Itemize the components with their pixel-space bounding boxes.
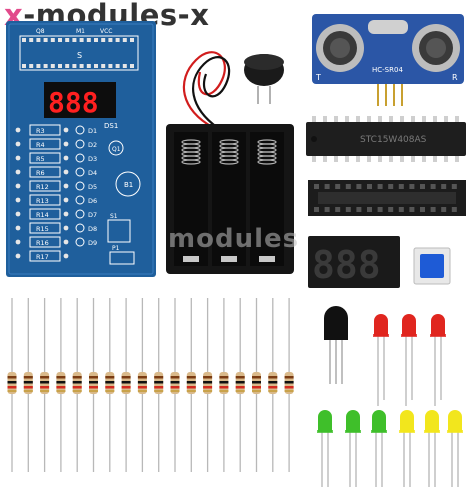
led [430,314,446,406]
pcb-led-label: D1 [88,127,97,135]
resistor [56,298,66,472]
resistor [219,298,229,472]
pcb-label-m1: M1 [76,28,85,35]
led [371,410,387,487]
pcb-label-vcc: VCC [100,28,112,35]
pcb-resistor-label: R6 [36,169,45,177]
buzzer [244,54,284,104]
pcb-label-s: S [77,51,82,60]
chip-label: STC15W408AS [360,135,427,145]
sensor-label-t: T [315,73,321,82]
resistor [268,298,278,472]
pcb-led-label: D5 [88,183,97,191]
resistor [137,298,147,472]
ic-socket [308,180,466,216]
led [447,410,463,487]
ultrasonic-sensor: T R HC-SR04 [312,14,464,106]
battery-wires [182,51,231,129]
resistor [284,298,294,472]
sensor-model-label: HC-SR04 [372,66,403,74]
pcb-resistor-label: R3 [36,127,45,135]
resistor [72,298,82,472]
resistor [203,298,213,472]
led [399,410,415,487]
resistor-row [7,298,294,472]
led [401,314,417,406]
pcb-label-q8: Q8 [36,28,45,35]
resistor [7,298,17,472]
pcb-led-label: D7 [88,211,97,219]
pcb-resistor-label: R4 [36,141,45,149]
resistor [252,298,261,472]
pcb-display-digits: 888 [48,86,99,119]
pcb-label-p1: P1 [112,245,120,252]
pcb-label-s1: S1 [110,213,118,220]
pcb-led-label: D6 [88,197,97,205]
microcontroller-chip: STC15W408AS [306,116,466,162]
pcb-resistor-label: R17 [36,253,49,261]
pcb-resistor-label: R16 [36,239,49,247]
pcb-resistor-label: R5 [36,155,45,163]
pcb-label-ds1: DS1 [104,122,118,130]
seven-segment-display: 888 [308,236,400,288]
led-set [317,314,463,487]
push-button [413,247,451,285]
resistor [23,298,33,472]
resistor [154,298,164,472]
pcb-led-label: D3 [88,155,97,163]
pcb-label-b1: B1 [124,181,133,189]
battery-holder [166,124,294,274]
pcb-label-q1: Q1 [112,146,121,153]
watermark: modules [168,224,300,254]
pcb-resistor-label: R12 [36,183,49,191]
resistor [235,298,245,472]
pcb-led-label: D8 [88,225,97,233]
led [424,410,440,487]
sensor-label-r: R [452,73,458,82]
pcb-led-label: D4 [88,169,97,177]
module-display-digits: 888 [312,243,381,287]
pcb-resistor-label: R14 [36,211,49,219]
pcb-led-label: D2 [88,141,97,149]
resistor [186,298,196,472]
resistor [40,298,50,472]
resistor [170,298,180,472]
led [345,410,361,487]
pcb-led-label: D9 [88,239,97,247]
pcb-resistor-label: R13 [36,197,49,205]
pcb-resistor-label: R15 [36,225,49,233]
transistor [324,306,348,384]
led [317,410,333,487]
led [373,314,389,406]
resistor [105,298,115,472]
resistor [121,298,131,472]
resistor [89,298,98,472]
